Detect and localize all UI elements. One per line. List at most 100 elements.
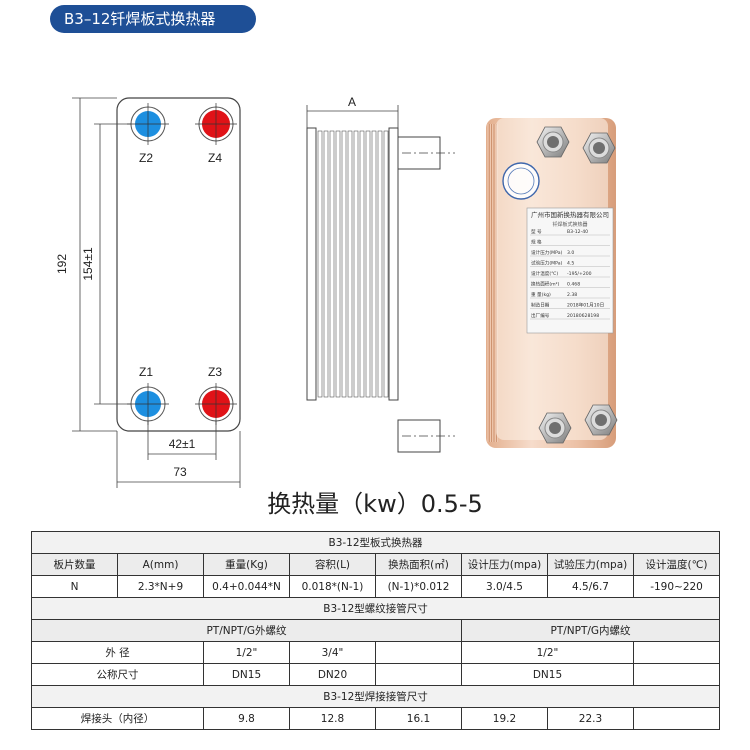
- nameplate-key: 出厂编号: [531, 312, 550, 319]
- table-cell: [375, 641, 462, 664]
- port-z3: [195, 383, 237, 425]
- header-cell: 容积(L): [289, 553, 376, 576]
- header-cell: 换热面积(㎡): [375, 553, 462, 576]
- table-cell: 0.018*(N-1): [289, 575, 376, 598]
- table-cell: 3.0/4.5: [461, 575, 548, 598]
- table-cell: N: [31, 575, 118, 598]
- side-plates: [317, 130, 389, 398]
- nameplate-value: 0.468: [567, 282, 580, 288]
- connector-bl: [538, 412, 572, 444]
- table-cell: [632, 707, 721, 730]
- dim-thickness-label: A: [348, 95, 356, 109]
- nameplate-value: 3.0: [567, 250, 574, 256]
- side-plate: [323, 130, 329, 398]
- section-title-2: B3-12型螺纹接管尺寸: [30, 597, 721, 620]
- table-cell: DN15: [203, 663, 290, 686]
- table-cell: DN15: [461, 663, 634, 686]
- nameplate-company: 广州市国新换热器有限公司: [531, 210, 609, 219]
- thread-type-row: PT/NPT/G外螺纹 PT/NPT/G内螺纹: [31, 619, 721, 642]
- table-cell: [375, 663, 462, 686]
- title-text: B3–12钎焊板式换热器: [64, 10, 216, 28]
- table-cell: DN20: [289, 663, 376, 686]
- port-label-z4: Z4: [208, 151, 222, 165]
- port-z2: [127, 103, 169, 145]
- table-row: 公称尺寸 DN15 DN20 DN15: [31, 663, 721, 686]
- connector-tl: [536, 126, 570, 158]
- dim-width-label: 73: [173, 465, 187, 479]
- nameplate-key: 制造日期: [531, 302, 550, 309]
- diam-label: 外 径: [31, 641, 204, 664]
- nameplate-key: 设计压力(MPa): [531, 249, 563, 256]
- nameplate-product: 钎焊板式换热器: [552, 221, 587, 228]
- table-cell: 3/4": [289, 641, 376, 664]
- side-plate: [341, 130, 347, 398]
- nameplate-value: 20180628198: [567, 313, 599, 319]
- table-cell: (N-1)*0.012: [375, 575, 462, 598]
- side-plate: [317, 130, 323, 398]
- section-row: B3-12型螺纹接管尺寸: [30, 597, 721, 620]
- table-cell: 9.8: [203, 707, 290, 730]
- side-plate: [329, 130, 335, 398]
- nameplate-key: 试验压力(MPa): [531, 260, 563, 267]
- header-cell: 板片数量: [31, 553, 118, 576]
- outer-thread-label: PT/NPT/G外螺纹: [31, 619, 462, 642]
- front-view: 192 154±1 42±1 73 Z2 Z: [55, 97, 241, 488]
- side-plate: [365, 130, 371, 398]
- connector-tr: [582, 132, 616, 164]
- section-row: B3-12型焊接接管尺寸: [30, 685, 721, 708]
- table-cell: [632, 641, 721, 664]
- side-plate: [371, 130, 377, 398]
- table-row: N 2.3*N+9 0.4+0.044*N 0.018*(N-1) (N-1)*…: [31, 575, 721, 598]
- nameplate-value: 2018年01月10日: [567, 302, 604, 309]
- section-row: B3-12型板式换热器: [30, 531, 721, 554]
- table-cell: -190~220: [632, 575, 721, 598]
- side-plate: [377, 130, 383, 398]
- nameplate-key: 重 量(kg): [531, 291, 551, 298]
- nameplate-value: -195/+200: [567, 271, 592, 277]
- dn-label: 公称尺寸: [31, 663, 204, 686]
- side-plate: [347, 130, 353, 398]
- table-row: 焊接头（内径） 9.8 12.8 16.1 19.2 22.3: [31, 707, 721, 730]
- header-cell: 设计压力(mpa): [461, 553, 548, 576]
- header-cell: 试验压力(mpa): [547, 553, 634, 576]
- header-cell: 设计温度(℃): [632, 553, 721, 576]
- title-badge: B3–12钎焊板式换热器: [50, 5, 256, 33]
- table-cell: 1/2": [461, 641, 634, 664]
- table-cell: 0.4+0.044*N: [203, 575, 290, 598]
- port-z1: [127, 383, 169, 425]
- side-plate: [353, 130, 359, 398]
- side-view: A: [306, 95, 455, 453]
- table-cell: 16.1: [375, 707, 462, 730]
- weld-label: 焊接头（内径）: [31, 707, 204, 730]
- side-plate: [335, 130, 341, 398]
- table-cell: 2.3*N+9: [117, 575, 204, 598]
- port-z4: [195, 103, 237, 145]
- section-title-3: B3-12型焊接接管尺寸: [30, 685, 721, 708]
- table-row: 外 径 1/2" 3/4" 1/2": [31, 641, 721, 664]
- side-plate: [359, 130, 365, 398]
- nameplate: [526, 207, 614, 334]
- header-cell: 重量(Kg): [203, 553, 290, 576]
- nameplate-key: 型 号: [531, 228, 542, 235]
- nameplate-key: 规 格: [531, 239, 542, 246]
- spec-table: B3-12型板式换热器 板片数量 A(mm) 重量(Kg) 容积(L) 换热面积…: [30, 531, 721, 730]
- header-cell: A(mm): [117, 553, 204, 576]
- inner-thread-label: PT/NPT/G内螺纹: [460, 619, 721, 642]
- side-plate: [383, 130, 389, 398]
- nameplate-value: 2.38: [567, 292, 577, 298]
- heat-capacity-title: 换热量（kw）0.5-5: [267, 490, 483, 518]
- dim-port-horizontal-label: 42±1: [169, 437, 196, 451]
- table-cell: 22.3: [547, 707, 634, 730]
- table-cell: [632, 663, 721, 686]
- dim-height-label: 192: [55, 254, 69, 274]
- side-frame-plate: [306, 127, 317, 401]
- nameplate-value: 4.5: [567, 261, 574, 267]
- port-label-z2: Z2: [139, 151, 153, 165]
- connector-br: [584, 404, 618, 436]
- plate-outline: [116, 97, 241, 432]
- table-cell: 1/2": [203, 641, 290, 664]
- nameplate-key: 设计温度(℃): [531, 270, 558, 277]
- section-title-1: B3-12型板式换热器: [30, 531, 721, 554]
